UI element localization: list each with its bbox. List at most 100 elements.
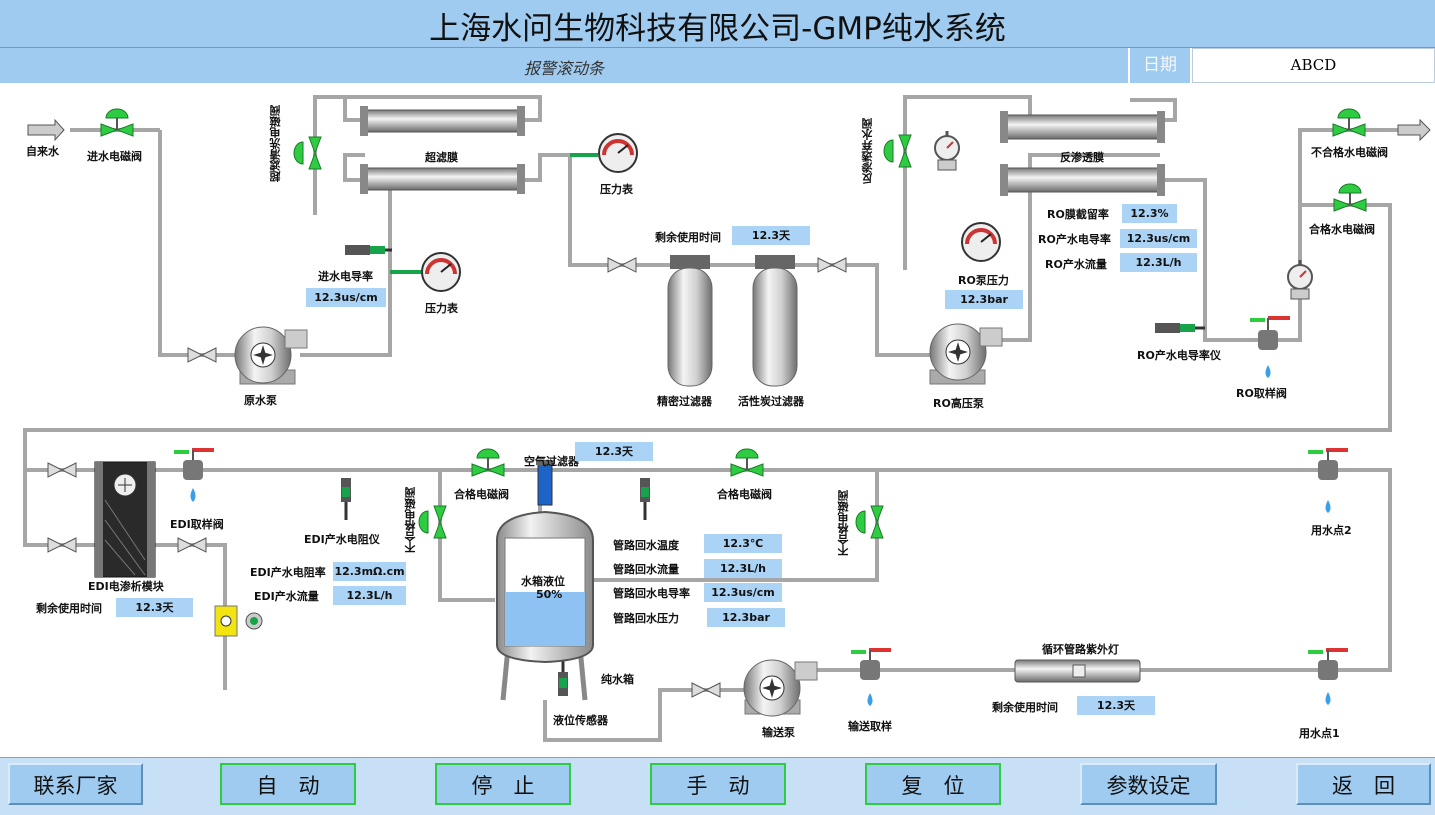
value-ro-pump-pressure: 12.3bar bbox=[945, 290, 1023, 309]
label-pressure-gauge-2: 压力表 bbox=[425, 302, 458, 315]
label-unqualified-valve-left: 不合格电磁阀 bbox=[404, 487, 417, 553]
auto-mode-button[interactable]: 自 动 bbox=[220, 763, 356, 805]
value-return-cond: 12.3us/cm bbox=[704, 583, 782, 602]
label-edi-flow: EDI产水流量 bbox=[254, 590, 319, 603]
label-uv-lamp: 循环管路紫外灯 bbox=[1042, 643, 1119, 656]
label-edi-resistivity: EDI产水电阻率 bbox=[250, 566, 326, 579]
label-qualified-valve-1: 合格电磁阀 bbox=[454, 488, 509, 501]
value-edi-resistivity: 12.3mΩ.cm bbox=[333, 562, 406, 581]
precision-filter bbox=[667, 255, 713, 387]
label-qualified-valve-2: 合格电磁阀 bbox=[717, 488, 772, 501]
pressure-gauge-icon bbox=[570, 133, 638, 173]
label-uf-flush-valve: 超滤清洗电磁阀 bbox=[269, 105, 282, 182]
manual-valve-icon bbox=[47, 257, 847, 698]
flow-meter-icon bbox=[934, 131, 960, 171]
label-edi-sample-valve: EDI取样阀 bbox=[170, 518, 224, 531]
label-inlet-conductivity: 进水电导率 bbox=[318, 270, 373, 283]
solenoid-valve-icon bbox=[1333, 183, 1367, 212]
label-return-flow: 管路回水流量 bbox=[613, 563, 679, 576]
uv-lamp-icon bbox=[1014, 659, 1141, 683]
label-tap-water: 自来水 bbox=[26, 145, 59, 158]
label-ro-rejection: RO膜截留率 bbox=[1047, 208, 1109, 221]
conductivity-probe-icon bbox=[1155, 323, 1205, 333]
sample-valve-icon bbox=[1308, 648, 1348, 705]
flow-switch-icon bbox=[214, 605, 263, 637]
label-ro-flow: RO产水流量 bbox=[1045, 258, 1107, 271]
label-ro-sample-valve: RO取样阀 bbox=[1236, 387, 1287, 400]
label-delivery-sample: 输送取样 bbox=[848, 720, 892, 733]
pressure-gauge-icon bbox=[961, 222, 1001, 262]
solenoid-valve-icon bbox=[418, 505, 447, 539]
parameter-settings-button[interactable]: 参数设定 bbox=[1080, 763, 1217, 805]
sample-valve-icon bbox=[1308, 448, 1348, 513]
sample-valve-icon bbox=[851, 648, 891, 706]
delivery-pump bbox=[743, 659, 818, 717]
uf-membrane-unit bbox=[360, 106, 525, 194]
flow-meter-icon bbox=[1287, 260, 1313, 300]
contact-vendor-button[interactable]: 联系厂家 bbox=[8, 763, 143, 805]
label-inlet-valve: 进水电磁阀 bbox=[87, 150, 142, 163]
label-carbon-filter: 活性炭过滤器 bbox=[738, 395, 804, 408]
value-inlet-conductivity: 12.3us/cm bbox=[306, 288, 386, 307]
sample-valve-icon bbox=[1250, 316, 1290, 378]
label-delivery-pump: 输送泵 bbox=[762, 726, 795, 739]
label-return-temp: 管路回水温度 bbox=[613, 539, 679, 552]
label-uf-membrane: 超滤膜 bbox=[425, 151, 458, 164]
pressure-gauge-icon bbox=[390, 252, 461, 292]
sample-valve-icon bbox=[174, 448, 214, 502]
label-precision-filter: 精密过滤器 bbox=[657, 395, 712, 408]
value-air-filter-remaining: 12.3天 bbox=[575, 442, 653, 461]
ro-high-pressure-pump bbox=[929, 323, 1003, 385]
label-remaining-time: 剩余使用时间 bbox=[655, 231, 721, 244]
conductivity-probe-icon bbox=[345, 245, 392, 255]
label-raw-pump: 原水泵 bbox=[244, 394, 277, 407]
value-uv-remaining: 12.3天 bbox=[1077, 696, 1155, 715]
label-unqualified-valve-right: 不合格电磁阀 bbox=[837, 490, 850, 556]
solenoid-valve-icon bbox=[293, 136, 322, 170]
label-ro-membrane: 反渗透膜 bbox=[1060, 151, 1104, 164]
label-use-point-1: 用水点1 bbox=[1299, 727, 1340, 740]
label-edi-resistivity-meter: EDI产水电阻仪 bbox=[304, 533, 380, 546]
process-diagram bbox=[23, 95, 1431, 742]
manual-mode-button[interactable]: 手 动 bbox=[650, 763, 786, 805]
solenoid-valve-icon bbox=[100, 108, 134, 137]
label-pressure-gauge-1: 压力表 bbox=[600, 183, 633, 196]
label-unqualified-valve-top: 不合格水电磁阀 bbox=[1311, 146, 1388, 159]
label-level-sensor: 液位传感器 bbox=[553, 714, 608, 727]
value-ro-flow: 12.3L/h bbox=[1120, 253, 1197, 272]
label-ro-reject-valve: 反渗透弃水阀 bbox=[861, 118, 874, 184]
solenoid-valve-icon bbox=[883, 134, 912, 168]
value-return-flow: 12.3L/h bbox=[704, 559, 782, 578]
label-tank-level: 水箱液位 bbox=[521, 575, 565, 588]
date-value: ABCD bbox=[1192, 48, 1435, 83]
label-tank-level-value: 50% bbox=[536, 588, 563, 601]
resistivity-probe-icon bbox=[341, 478, 351, 520]
solenoid-valve-icon bbox=[730, 448, 764, 477]
value-filter-remaining: 12.3天 bbox=[732, 226, 810, 245]
label-return-cond: 管路回水电导率 bbox=[613, 587, 690, 600]
page-title: 上海水问生物科技有限公司-GMP纯水系统 bbox=[429, 11, 1006, 47]
value-return-pressure: 12.3bar bbox=[707, 608, 785, 627]
air-filter-icon bbox=[536, 460, 554, 506]
back-button[interactable]: 返 回 bbox=[1296, 763, 1431, 805]
inlet-arrow-icon bbox=[27, 118, 65, 142]
solenoid-valve-icon bbox=[855, 505, 884, 539]
tank-level-fill bbox=[505, 592, 585, 646]
value-return-temp: 12.3℃ bbox=[704, 534, 782, 553]
label-ro-pump-pressure: RO泵压力 bbox=[958, 274, 1009, 287]
pipe-network bbox=[23, 95, 1400, 742]
ro-membrane-unit bbox=[1000, 111, 1165, 196]
temperature-probe-icon bbox=[640, 478, 650, 520]
value-ro-conductivity: 12.3us/cm bbox=[1120, 229, 1197, 248]
label-edi-remaining: 剩余使用时间 bbox=[36, 602, 102, 615]
raw-water-pump bbox=[234, 326, 308, 385]
label-pure-tank: 纯水箱 bbox=[601, 673, 634, 686]
value-edi-remaining: 12.3天 bbox=[116, 598, 193, 617]
alarm-scroll-text: 报警滚动条 bbox=[523, 59, 604, 78]
stop-button[interactable]: 停 止 bbox=[435, 763, 571, 805]
label-ro-cond-meter: RO产水电导率仪 bbox=[1137, 349, 1221, 362]
alarm-bar: 报警滚动条 bbox=[0, 48, 1128, 83]
reset-button[interactable]: 复 位 bbox=[865, 763, 1001, 805]
label-edi-module: EDI电渗析模块 bbox=[88, 580, 164, 593]
label-return-pressure: 管路回水压力 bbox=[613, 612, 679, 625]
